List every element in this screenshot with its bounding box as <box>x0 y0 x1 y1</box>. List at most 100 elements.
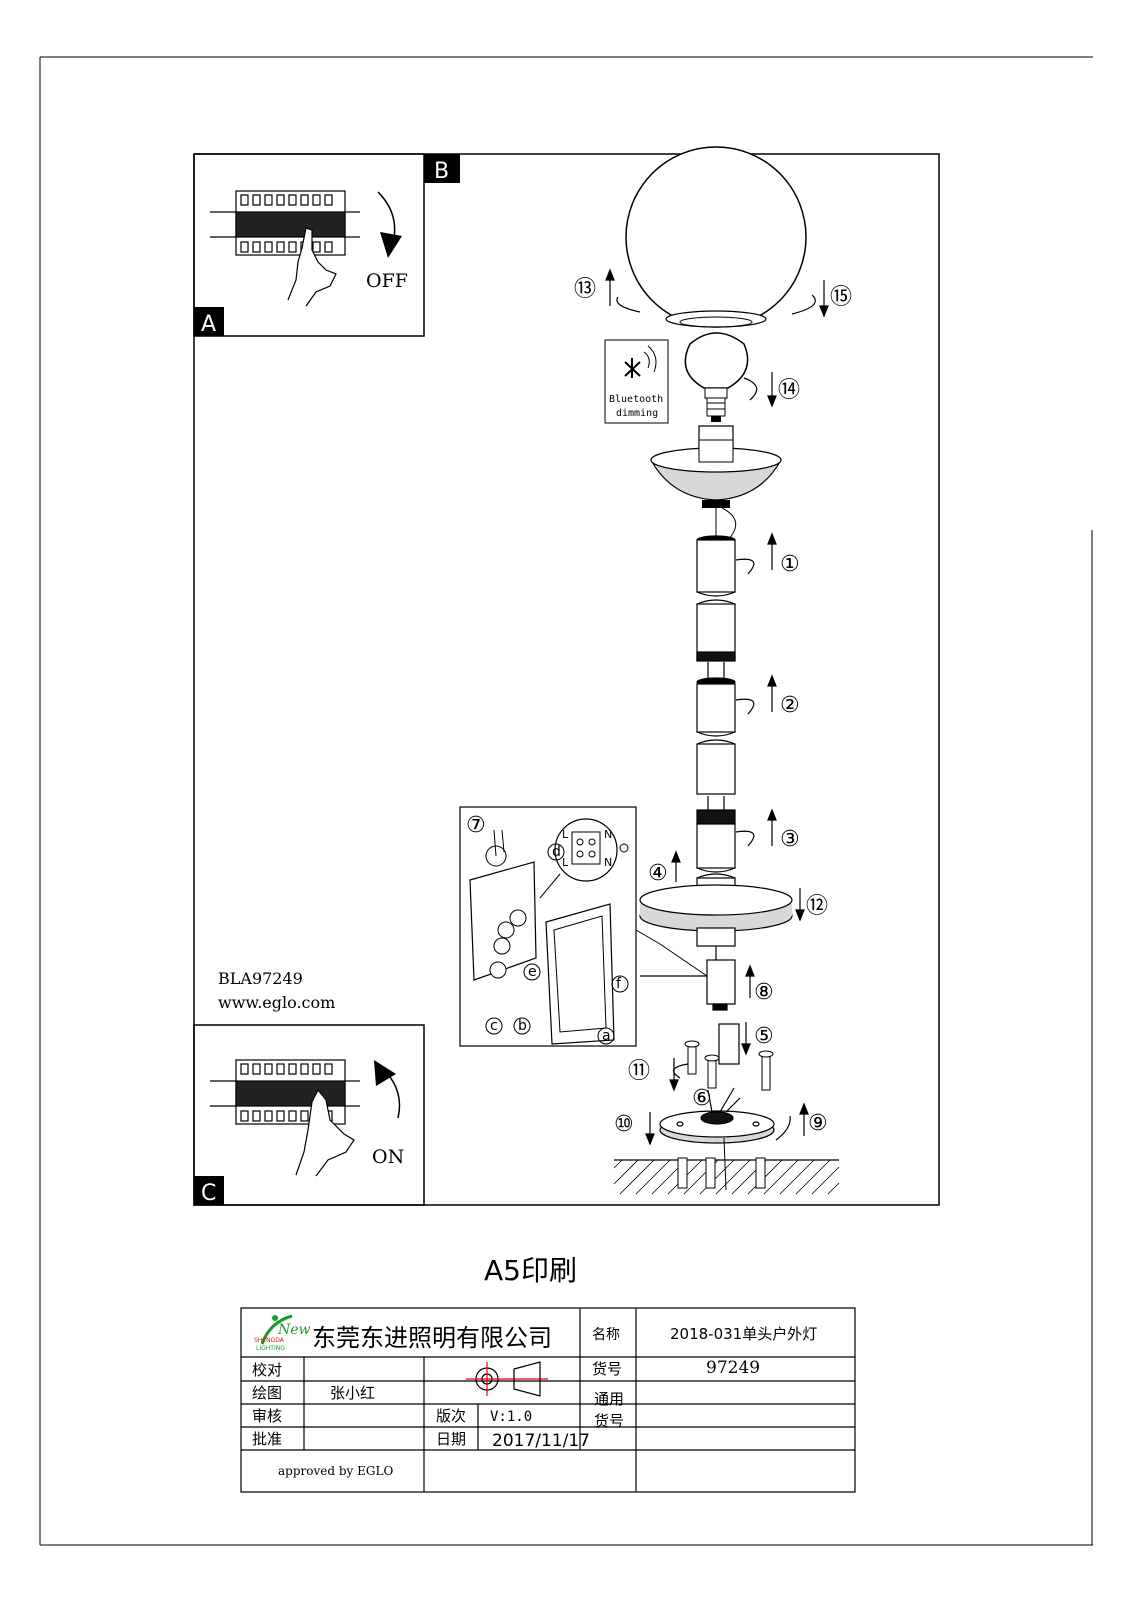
logo-word: New <box>277 1322 311 1338</box>
step-4: ④ <box>648 861 668 886</box>
anchors <box>677 1137 766 1191</box>
lamp-holder-cup <box>650 425 782 541</box>
panel-c-letter: C <box>201 1181 216 1206</box>
step-14: ⑭ <box>778 378 800 403</box>
name-label: 名称 <box>592 1327 620 1343</box>
approve-label: 批准 <box>252 1430 282 1448</box>
panel-a-letter: A <box>201 312 216 337</box>
arrow-1 <box>735 532 777 575</box>
step-7: ⑦ <box>466 813 486 838</box>
arrow-3 <box>735 808 777 847</box>
pole-base-segment <box>639 796 793 960</box>
label-n-top: N <box>604 828 612 841</box>
version-value: V:1.0 <box>490 1409 532 1425</box>
arrow-8 <box>745 964 755 998</box>
ground-hatch <box>613 1159 840 1195</box>
check-label: 校对 <box>252 1361 282 1379</box>
review-label: 审核 <box>252 1407 282 1425</box>
label-e: e <box>528 964 537 980</box>
draw-label: 绘图 <box>252 1384 282 1402</box>
pole-segment-2 <box>696 662 736 795</box>
item-label: 货号 <box>592 1360 622 1378</box>
step-11: ⑪ <box>628 1059 650 1084</box>
name-value: 2018-031单头户外灯 <box>670 1325 817 1343</box>
arrow-10 <box>645 1112 655 1146</box>
step-6: ⑥ <box>692 1086 712 1111</box>
junction-box-labels: ⑦ d L N L N e f c b a <box>466 813 622 1044</box>
bluetooth-badge: Bluetooth dimming <box>604 339 669 424</box>
arrow-2 <box>735 674 777 715</box>
label-b: b <box>518 1018 527 1034</box>
label-n-bottom: N <box>604 856 612 869</box>
step-8: ⑧ <box>754 980 774 1005</box>
base-plate <box>659 1087 775 1144</box>
step-12: ⑫ <box>806 894 828 919</box>
step-15: ⑮ <box>830 285 852 310</box>
arrow-5 <box>741 1022 751 1056</box>
general-label-1: 通用 <box>594 1390 624 1408</box>
arrow-9 <box>775 1102 809 1141</box>
approved-by: approved by EGLO <box>278 1464 393 1478</box>
date-label: 日期 <box>436 1430 466 1448</box>
projection-symbol-icon <box>466 1361 548 1397</box>
step-9: ⑨ <box>808 1111 828 1136</box>
junction-box-inset <box>459 806 708 1047</box>
hand-icon <box>295 1088 355 1177</box>
drawing-frame <box>193 153 940 1206</box>
breaker-strip-icon <box>210 1059 360 1125</box>
title-block <box>240 1307 856 1493</box>
label-l-bottom: L <box>562 856 569 869</box>
panel-c-breaker-on: C ON <box>193 1024 425 1206</box>
on-label: ON <box>372 1146 404 1168</box>
date-value: 2017/11/17 <box>492 1431 590 1451</box>
breaker-strip-icon <box>210 190 360 256</box>
step-1: ① <box>780 552 800 577</box>
hand-icon <box>287 227 337 307</box>
step-5: ⑤ <box>754 1024 774 1049</box>
print-note: A5印刷 <box>484 1254 577 1287</box>
rotate-arrow-icon <box>385 1071 401 1119</box>
signal-waves-icon <box>643 345 657 373</box>
arrow-12 <box>795 888 805 922</box>
panel-b-letter: B <box>434 159 449 184</box>
rotate-arrow-icon <box>377 191 396 239</box>
bulb-arrows <box>743 372 777 408</box>
globe-arrows <box>605 268 829 318</box>
label-a: a <box>602 1028 611 1044</box>
item-value: 97249 <box>706 1358 760 1378</box>
label-c: c <box>490 1018 498 1034</box>
off-label: OFF <box>366 270 408 292</box>
label-l-top: L <box>562 828 569 841</box>
bluetooth-label: Bluetooth <box>609 394 663 405</box>
company-name: 东莞东进照明有限公司 <box>312 1324 552 1352</box>
panel-a-breaker-off: B A OFF <box>193 153 460 337</box>
version-label: 版次 <box>436 1407 466 1425</box>
step-2: ② <box>780 693 800 718</box>
screws <box>684 1040 774 1091</box>
general-label-2: 货号 <box>594 1412 624 1430</box>
off-arrowhead-icon <box>380 232 402 258</box>
dimming-label: dimming <box>616 408 658 419</box>
light-bulb <box>684 332 749 422</box>
label-f: f <box>616 976 622 992</box>
pole-segment-1 <box>696 535 736 662</box>
wire-connector <box>640 959 740 1065</box>
step-3: ③ <box>780 827 800 852</box>
logo-sub2: LIGHTING <box>256 1345 285 1352</box>
bluetooth-icon <box>624 358 641 378</box>
product-website: www.eglo.com <box>218 993 335 1012</box>
product-code: BLA97249 <box>218 969 303 988</box>
on-arrowhead-icon <box>374 1060 396 1086</box>
company-logo: New SHENGDA LIGHTING <box>254 1314 311 1352</box>
page-border <box>39 56 1093 1546</box>
label-d: d <box>552 844 561 860</box>
logo-sub1: SHENGDA <box>254 1337 285 1344</box>
step-13: ⑬ <box>574 277 596 302</box>
arrow-11 <box>669 1058 689 1092</box>
junction-letter-circles <box>485 843 629 1045</box>
step-10: ⑩ <box>614 1112 634 1137</box>
glass-globe <box>625 146 807 328</box>
arrow-4 <box>671 850 681 882</box>
draw-value: 张小红 <box>330 1384 375 1402</box>
